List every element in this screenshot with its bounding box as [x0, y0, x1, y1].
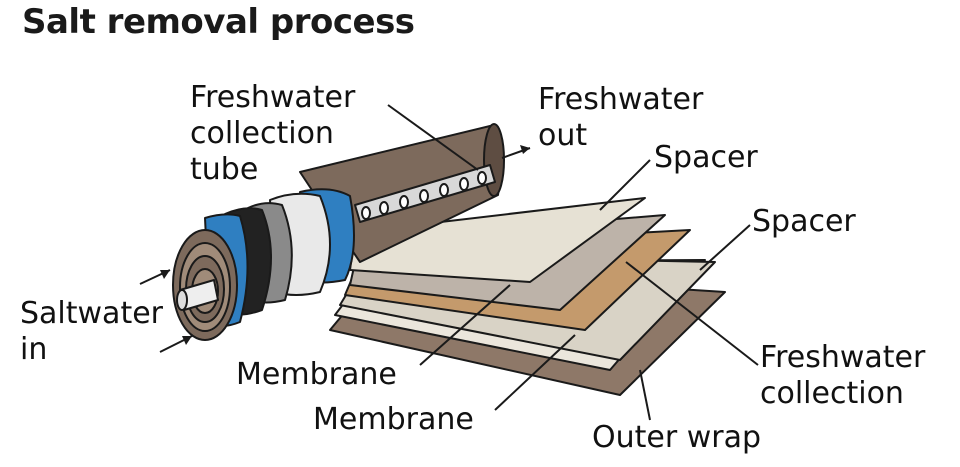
diagram-title: Salt removal process: [22, 2, 415, 42]
leader-spacer-top: [599, 159, 651, 211]
label-membrane-upper: Membrane: [236, 357, 397, 392]
label-membrane-lower: Membrane: [313, 402, 474, 437]
leader-collection-tube: [387, 104, 479, 171]
label-spacer-top: Spacer: [654, 140, 758, 175]
leader-membrane-upper: [419, 284, 511, 366]
label-saltwater-in: Saltwater in: [20, 296, 163, 367]
leader-spacer-right: [699, 224, 751, 271]
freshwater-out-arrowhead: [520, 145, 530, 154]
saltwater-in-arrowhead-2: [182, 336, 192, 345]
leader-membrane-lower: [494, 334, 576, 411]
leader-freshwater-collection: [625, 261, 759, 366]
label-freshwater-collection: Freshwater collection: [760, 340, 926, 411]
label-outer-wrap: Outer wrap: [592, 420, 762, 455]
leader-outer-wrap: [639, 369, 651, 421]
label-freshwater-out: Freshwater out: [538, 82, 704, 153]
pipe-opening: [176, 289, 188, 311]
tube-holes: [361, 171, 487, 220]
saltwater-in-arrowhead-1: [160, 270, 170, 279]
label-freshwater-collection-tube: Freshwater collection tube: [190, 80, 356, 187]
label-spacer-right: Spacer: [752, 204, 856, 239]
